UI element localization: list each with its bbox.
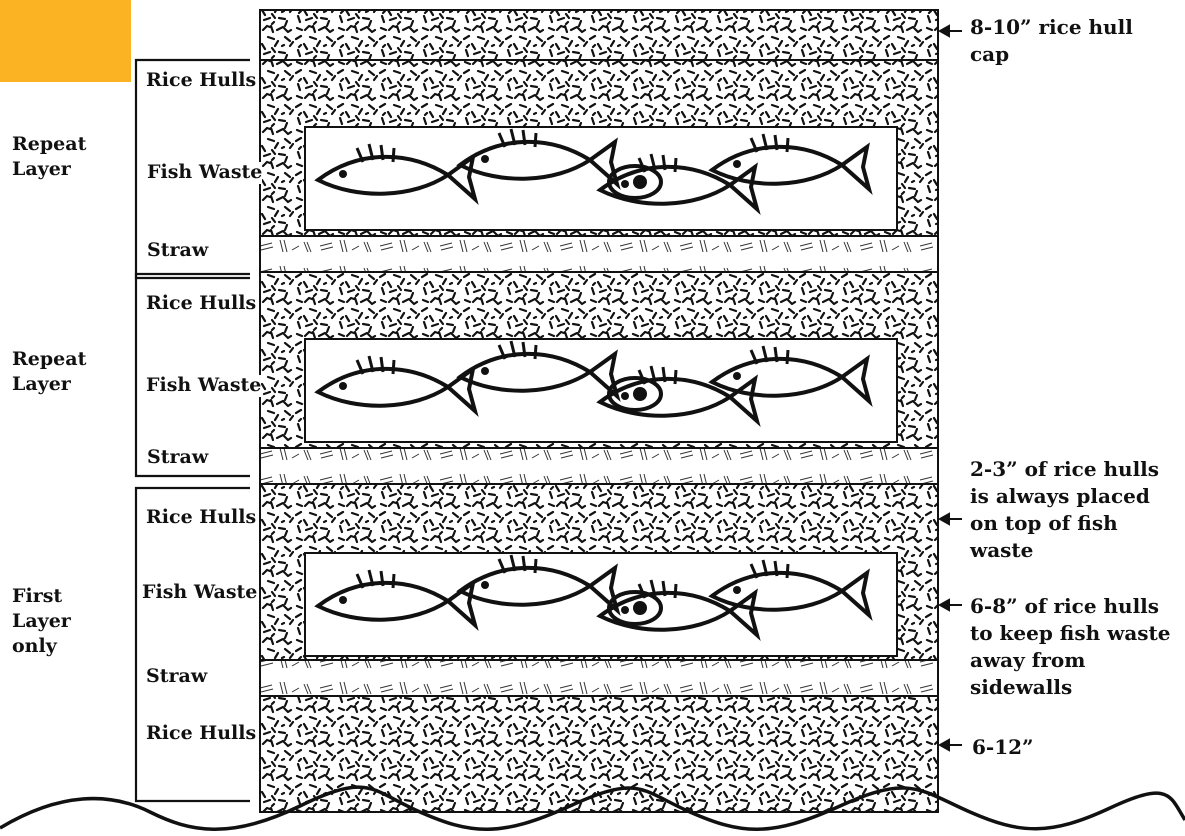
label-rice-hulls-4: Rice Hulls (146, 723, 256, 745)
annotation-cap: 8-10” rice hull cap (970, 14, 1133, 68)
group-label-repeat-top: Repeat Layer (12, 132, 86, 182)
annotation-line: sidewalls (970, 674, 1171, 701)
annotation-line: cap (970, 41, 1133, 68)
group-label-line: Repeat (12, 132, 86, 157)
label-fish-waste-1: Fish Waste (147, 162, 262, 184)
label-rice-hulls-3: Rice Hulls (146, 507, 256, 529)
group-label-line: Repeat (12, 347, 86, 372)
group-label-line: Layer (12, 157, 86, 182)
group-label-line: only (12, 634, 71, 659)
annotation-line: 6-8” of rice hulls (970, 593, 1171, 620)
group-label-repeat-middle: Repeat Layer (12, 347, 86, 397)
fish-waste-panel-1 (305, 127, 897, 230)
label-fish-waste-3: Fish Waste (142, 582, 257, 604)
group-label-line: Layer (12, 372, 86, 397)
bracket-first (136, 488, 250, 801)
annotation-line: is always placed (970, 483, 1159, 510)
annotation-line: 8-10” rice hull (970, 14, 1133, 41)
label-straw-2: Straw (147, 447, 208, 469)
annotation-hull-on-waste: 2-3” of rice hulls is always placed on t… (970, 456, 1159, 564)
annotation-hull-sidewalls: 6-8” of rice hulls to keep fish waste aw… (970, 593, 1171, 701)
annotation-line: on top of fish (970, 510, 1159, 537)
label-straw-1: Straw (147, 240, 208, 262)
annotation-base: 6-12” (972, 734, 1034, 761)
label-straw-3: Straw (146, 666, 207, 688)
group-label-line: Layer (12, 609, 71, 634)
annotation-line: waste (970, 537, 1159, 564)
label-rice-hulls-2: Rice Hulls (146, 293, 256, 315)
annotation-line: to keep fish waste (970, 620, 1171, 647)
group-label-first: First Layer only (12, 584, 71, 659)
fish-waste-panel-3 (305, 553, 897, 656)
label-rice-hulls-1: Rice Hulls (146, 70, 256, 92)
fish-waste-panel-2 (305, 339, 897, 442)
group-label-line: First (12, 584, 71, 609)
annotation-line: 2-3” of rice hulls (970, 456, 1159, 483)
label-fish-waste-2: Fish Waste (146, 375, 261, 397)
annotation-line: away from (970, 647, 1171, 674)
